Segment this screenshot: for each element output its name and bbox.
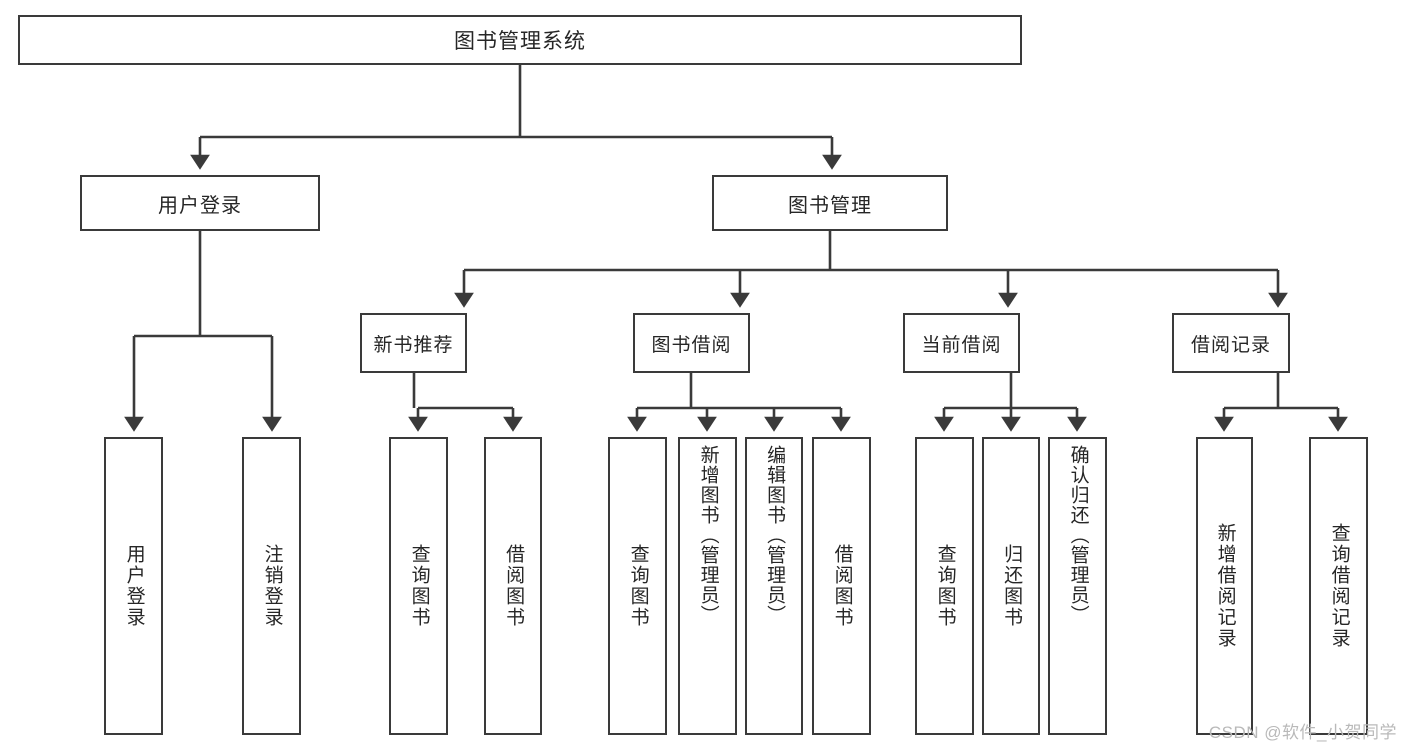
node-book-borrow-label: 图书借阅 — [651, 334, 732, 356]
node-borrow-record[interactable]: 借阅记录 — [1172, 313, 1290, 373]
leaf-borrow-book-recommend-label: 借阅图书 — [503, 544, 525, 628]
leaf-user-login[interactable]: 用户登录 — [104, 437, 163, 735]
leaf-add-book-admin[interactable]: 新增图书（管理员） — [678, 437, 737, 735]
node-new-book-recommend[interactable]: 新书推荐 — [360, 313, 467, 373]
node-book-borrow[interactable]: 图书借阅 — [633, 313, 750, 373]
leaf-query-borrow-record-label: 查询借阅记录 — [1328, 523, 1350, 649]
node-root-label: 图书管理系统 — [454, 30, 586, 53]
node-user-login[interactable]: 用户登录 — [80, 175, 320, 231]
node-new-book-recommend-label: 新书推荐 — [373, 334, 454, 356]
leaf-borrow-book-label: 借阅图书 — [831, 544, 853, 628]
leaf-query-book-recommend[interactable]: 查询图书 — [389, 437, 448, 735]
leaf-query-book-current[interactable]: 查询图书 — [915, 437, 974, 735]
leaf-add-borrow-record-label: 新增借阅记录 — [1214, 523, 1236, 649]
node-book-management-label: 图书管理 — [788, 194, 872, 217]
node-current-borrow[interactable]: 当前借阅 — [903, 313, 1020, 373]
leaf-add-book-admin-label: 新增图书（管理员） — [697, 445, 719, 625]
node-user-login-label: 用户登录 — [158, 194, 242, 217]
leaf-query-book-borrow-label: 查询图书 — [627, 544, 649, 628]
leaf-query-book-borrow[interactable]: 查询图书 — [608, 437, 667, 735]
node-root[interactable]: 图书管理系统 — [18, 15, 1022, 65]
node-book-management[interactable]: 图书管理 — [712, 175, 948, 231]
leaf-query-book-current-label: 查询图书 — [934, 544, 956, 628]
leaf-confirm-return-admin[interactable]: 确认归还（管理员） — [1048, 437, 1107, 735]
leaf-query-borrow-record[interactable]: 查询借阅记录 — [1309, 437, 1368, 735]
leaf-return-book[interactable]: 归还图书 — [982, 437, 1040, 735]
node-borrow-record-label: 借阅记录 — [1190, 334, 1271, 356]
leaf-user-logout[interactable]: 注销登录 — [242, 437, 301, 735]
leaf-borrow-book[interactable]: 借阅图书 — [812, 437, 871, 735]
leaf-user-logout-label: 注销登录 — [261, 544, 283, 628]
leaf-confirm-return-admin-label: 确认归还（管理员） — [1067, 445, 1089, 625]
node-current-borrow-label: 当前借阅 — [921, 334, 1002, 356]
leaf-borrow-book-recommend[interactable]: 借阅图书 — [484, 437, 542, 735]
leaf-add-borrow-record[interactable]: 新增借阅记录 — [1196, 437, 1253, 735]
leaf-edit-book-admin-label: 编辑图书（管理员） — [764, 445, 786, 625]
leaf-return-book-label: 归还图书 — [1001, 544, 1023, 628]
leaf-edit-book-admin[interactable]: 编辑图书（管理员） — [745, 437, 803, 735]
leaf-user-login-label: 用户登录 — [123, 544, 145, 628]
leaf-query-book-recommend-label: 查询图书 — [408, 544, 430, 628]
